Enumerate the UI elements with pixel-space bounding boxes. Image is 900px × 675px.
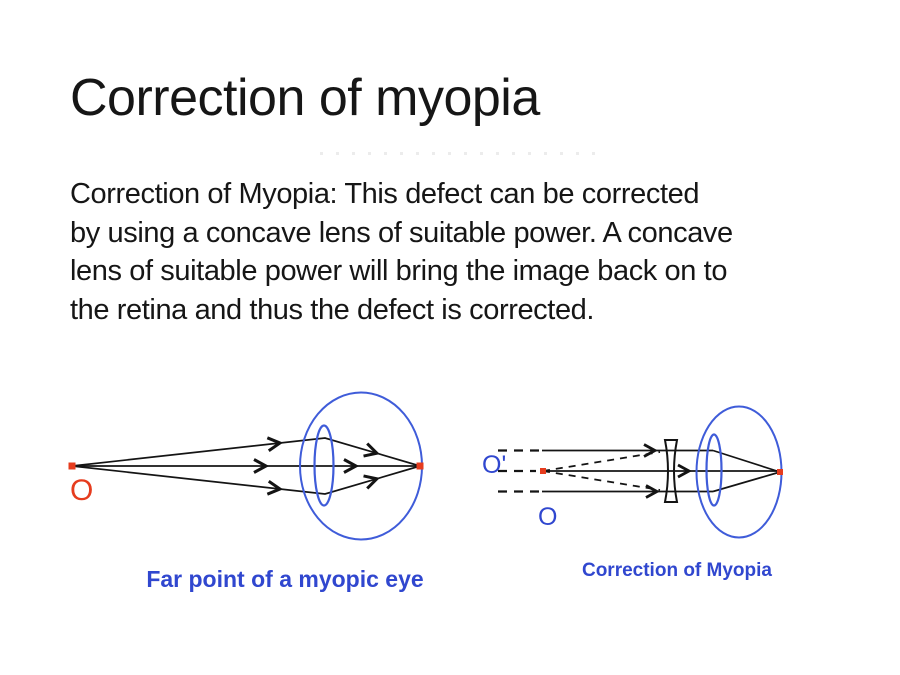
arrowhead-icon — [266, 480, 284, 496]
arrowhead-icon — [677, 463, 692, 479]
retina-image-marker — [416, 462, 424, 470]
body-paragraph: Correction of Myopia: This defect can be… — [70, 175, 733, 329]
right-diagram-caption: Correction of Myopia — [581, 560, 772, 581]
far-point-myopic-eye-diagram: O — [68, 391, 424, 541]
eye-lens — [313, 424, 335, 507]
eye-lens — [705, 433, 723, 507]
arrowhead-icon — [363, 442, 380, 458]
object-point-label: O — [538, 503, 557, 531]
correction-of-myopia-diagram: O' O — [482, 405, 783, 539]
eyeball-outline — [695, 405, 783, 539]
light-rays — [71, 437, 421, 495]
left-diagram-caption: Far point of a myopic eye — [146, 566, 424, 592]
upper-ray — [71, 437, 421, 467]
arrowhead-icon — [266, 436, 284, 452]
body-line: the retina and thus the defect is correc… — [70, 293, 595, 326]
virtual-object-label: O' — [482, 451, 506, 479]
faint-dotted-artifact — [320, 152, 595, 155]
concave-lens — [663, 439, 679, 503]
arrowhead-icon — [643, 443, 658, 458]
incident-dashed-rays — [498, 449, 542, 493]
slide-title: Correction of myopia — [70, 69, 540, 127]
virtual-upper-ray — [542, 451, 661, 472]
virtual-ray-construction — [542, 451, 661, 491]
light-rays — [542, 449, 781, 493]
body-line: by using a concave lens of suitable powe… — [70, 216, 733, 249]
object-point-marker — [540, 468, 546, 474]
arrowhead-icon — [343, 458, 360, 474]
body-line: lens of suitable power will bring the im… — [70, 255, 728, 287]
arrowhead-icon — [363, 474, 380, 490]
object-point-marker — [68, 462, 76, 470]
upper-converging-ray — [712, 449, 781, 473]
retina-image-marker — [777, 469, 783, 475]
ray-arrowheads — [643, 443, 692, 499]
lower-converging-ray — [712, 471, 781, 493]
ray-arrowheads — [253, 436, 380, 496]
arrowhead-icon — [645, 484, 660, 499]
body-line: Correction of Myopia: This defect can be… — [70, 178, 700, 210]
arrowhead-icon — [253, 458, 270, 474]
lower-ray — [71, 465, 421, 495]
virtual-lower-ray — [542, 470, 661, 491]
object-point-label: O — [70, 474, 93, 507]
